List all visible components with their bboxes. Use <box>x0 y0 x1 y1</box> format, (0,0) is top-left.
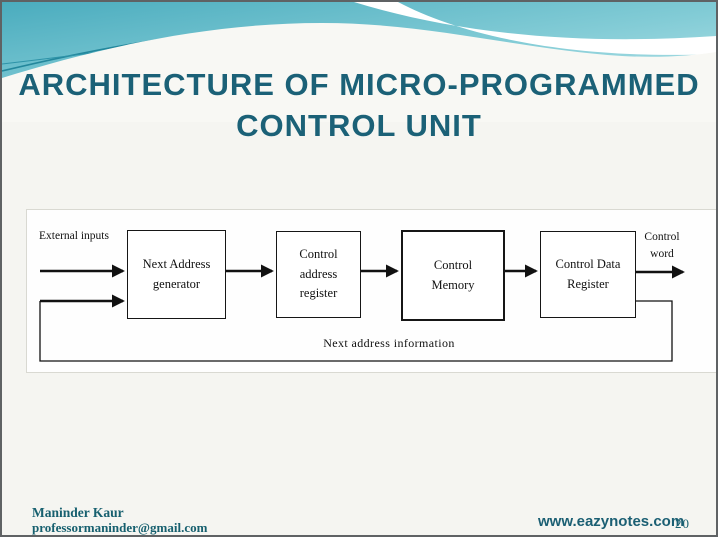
box-label-line: Control Data <box>555 257 621 272</box>
box-label-line: register <box>299 286 338 301</box>
control-word-label: Control word <box>630 229 694 264</box>
box-control-data-register: Control Data Register <box>540 231 636 318</box>
box-label-line: address <box>299 266 338 281</box>
box-label-line: Next Address <box>142 257 211 272</box>
diagram-image: Next Address generator Control address r… <box>26 209 716 373</box>
external-inputs-label: External inputs <box>39 230 109 242</box>
box-label-line: generator <box>152 276 201 291</box>
box-label-line: Control <box>299 247 338 262</box>
diagram-connectors <box>39 264 685 362</box>
control-word-label-line: word <box>650 248 674 261</box>
wave-foreground <box>2 23 716 122</box>
next-address-information-label: Next address information <box>323 336 455 350</box>
box-next-address-generator: Next Address generator <box>127 230 226 319</box>
box-label-line: Register <box>567 276 609 291</box>
control-word-label-line: Control <box>644 231 680 243</box>
box-control-memory: Control Memory <box>401 230 505 321</box>
header-wave-decoration <box>2 2 716 122</box>
author-block: Maninder Kaur professormaninder@gmail.co… <box>32 505 207 535</box>
page-number: 20 <box>675 516 690 531</box>
feedback-loop-line <box>39 300 673 362</box>
box-label-line: Control <box>433 258 473 273</box>
title-line-2: CONTROL UNIT <box>236 107 482 143</box>
wave-swoosh <box>354 2 716 55</box>
website-link: www.eazynotes.com <box>538 513 685 530</box>
author-name: Maninder Kaur <box>32 505 124 520</box>
author-email: professormaninder@gmail.com <box>32 519 208 535</box>
slide-title: ARCHITECTURE OF MICRO-PROGRAMMED CONTROL… <box>2 65 716 147</box>
box-control-address-register: Control address register <box>276 231 361 318</box>
box-label-line: Memory <box>431 277 475 292</box>
title-line-1: ARCHITECTURE OF MICRO-PROGRAMMED <box>18 67 700 102</box>
